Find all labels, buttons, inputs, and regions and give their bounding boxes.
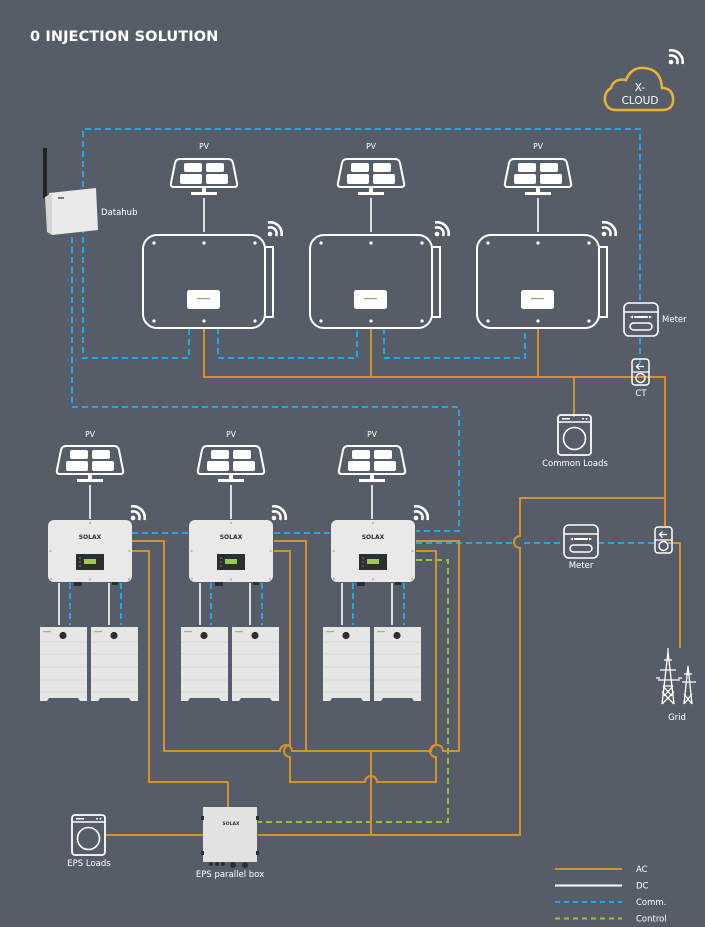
grid-ct-icon (654, 526, 673, 554)
solar-panel-icon (196, 445, 266, 483)
washing-machine-icon (71, 814, 106, 856)
bottom-meter-label: Meter (569, 561, 594, 571)
comm-line-batt2 (210, 583, 263, 625)
battery-1b (90, 626, 139, 702)
battery-2a (180, 626, 229, 702)
inverter-brand: SOLAX (220, 534, 243, 541)
pv-top-2: PV (336, 142, 406, 196)
bottom-meter: Meter (563, 524, 599, 571)
antenna-icon (43, 148, 47, 198)
hybrid-inverter-2: SOLAX (189, 520, 273, 586)
wifi-icon (412, 504, 430, 522)
solar-panel-icon (337, 445, 407, 483)
ac-lines (106, 328, 681, 836)
pv-label: PV (85, 430, 96, 439)
battery-3a (322, 626, 371, 702)
wifi-icon (129, 504, 147, 522)
hybrid-inverter-3: SOLAX (331, 520, 415, 586)
meter-icon (563, 524, 599, 559)
pv-label: PV (367, 430, 378, 439)
comm-line-cloud-loop (82, 128, 641, 304)
pv-bottom-1: PV (55, 430, 125, 483)
ct-sensor: CT (631, 358, 650, 399)
wifi-icon (600, 220, 618, 238)
inverter-brand: SOLAX (362, 534, 385, 541)
legend-item-dc: DC (555, 882, 649, 892)
battery-3b (373, 626, 422, 702)
top-meter: Meter (623, 302, 687, 337)
comm-line-inv2-inv3 (383, 328, 526, 359)
cloud-label-2: CLOUD (622, 95, 659, 107)
solar-panel-icon (503, 158, 573, 196)
legend-label: Comm. (636, 898, 666, 908)
common-loads-label: Common Loads (542, 459, 608, 469)
eps-loads: EPS Loads (67, 814, 111, 869)
eps-box-brand: SOLAX (223, 821, 240, 827)
legend-label: AC (636, 865, 648, 875)
meter-icon (623, 302, 659, 337)
ac-line-top-bus (203, 328, 666, 498)
pv-bottom-3: PV (337, 430, 407, 483)
power-tower-icon (656, 648, 696, 705)
legend-item-comm: Comm. (555, 898, 666, 908)
ac-line-grid-to-eps (258, 497, 665, 836)
x-cloud: X- CLOUD (603, 66, 675, 112)
wifi-icon (266, 220, 284, 238)
comm-line-datahub-inv1 (82, 227, 190, 359)
solar-panel-icon (169, 158, 239, 196)
ac-line-ct-grid (668, 542, 681, 648)
datahub: Datahub (43, 148, 137, 235)
legend: AC DC Comm. Control (555, 865, 667, 925)
grid-tie-inverter-3 (476, 234, 608, 329)
control-line (258, 559, 449, 823)
top-meter-label: Meter (662, 315, 687, 325)
eps-parallel-box: SOLAX EPS parallel box (196, 807, 264, 880)
common-loads: Common Loads (542, 414, 608, 469)
grid-label: Grid (668, 713, 686, 723)
comm-line-datahub-hybrid (71, 227, 460, 532)
ct-label: CT (635, 389, 647, 399)
grid: Grid (656, 648, 696, 723)
pv-label: PV (533, 142, 544, 151)
diagram-title: 0 INJECTION SOLUTION (30, 29, 219, 45)
pv-top-1: PV (169, 142, 239, 196)
comm-line-inv1-inv2 (217, 328, 358, 359)
legend-item-ac: AC (555, 865, 648, 875)
pv-label: PV (199, 142, 210, 151)
battery-1a (39, 626, 88, 702)
comm-lines (69, 128, 655, 625)
eps-loads-label: EPS Loads (67, 859, 111, 869)
dc-lines (58, 198, 539, 625)
cloud-icon (603, 66, 675, 112)
eps-box-label: EPS parallel box (196, 870, 264, 880)
comm-line-batt3 (352, 583, 405, 625)
inverter-brand: SOLAX (79, 534, 102, 541)
grid-tie-inverter-2 (309, 234, 441, 329)
control-lines (258, 559, 449, 823)
solar-panel-icon (336, 158, 406, 196)
pv-top-3: PV (503, 142, 573, 196)
pv-bottom-2: PV (196, 430, 266, 483)
legend-item-control: Control (555, 915, 667, 925)
legend-label: DC (636, 882, 649, 892)
pv-label: PV (226, 430, 237, 439)
cloud-wifi-icon (667, 48, 685, 66)
solar-panel-icon (55, 445, 125, 483)
cloud-label-1: X- (635, 82, 646, 94)
wifi-icon (270, 504, 288, 522)
wifi-icon (433, 220, 451, 238)
grid-tie-inverter-1 (142, 234, 274, 329)
washing-machine-icon (557, 414, 592, 456)
battery-2b (231, 626, 280, 702)
hybrid-inverter-1: SOLAX (48, 520, 132, 586)
pv-label: PV (366, 142, 377, 151)
datahub-label: Datahub (101, 208, 137, 218)
comm-line-batt1 (69, 583, 122, 625)
legend-label: Control (636, 915, 667, 925)
